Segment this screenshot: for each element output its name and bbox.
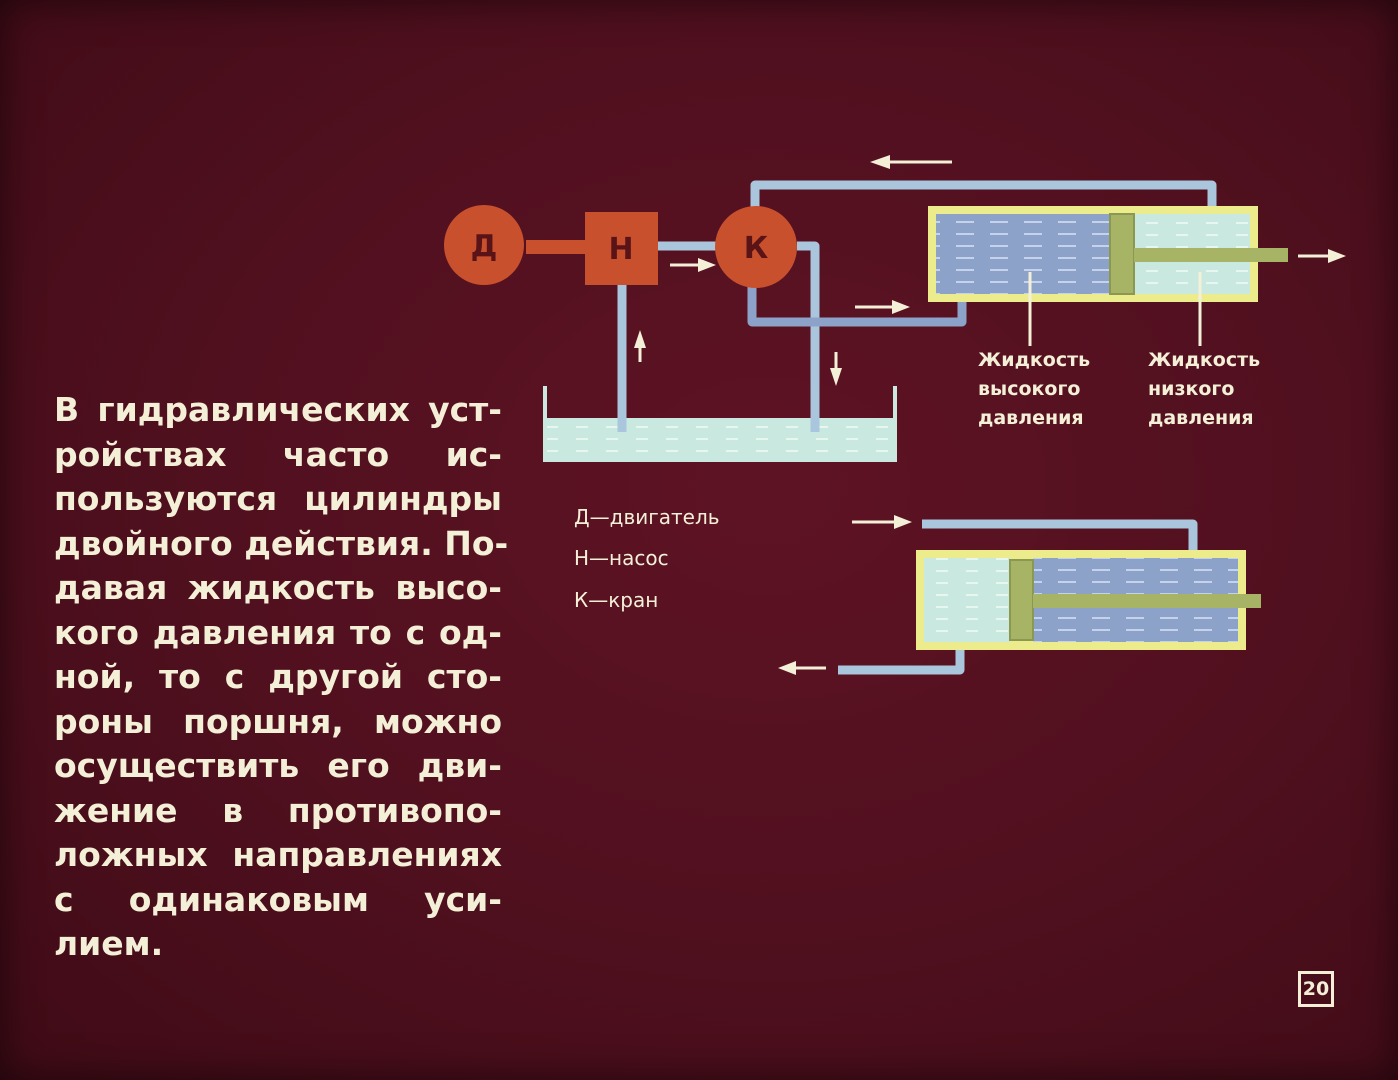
body-text: В гидравлических уст- ройствах часто ис-… bbox=[54, 388, 509, 967]
drive-shaft bbox=[526, 240, 586, 254]
arrow-up-icon bbox=[634, 330, 646, 362]
engine-letter: Д bbox=[471, 229, 498, 264]
text-line: В гидравлических уст- bbox=[54, 390, 502, 429]
valve-node: К bbox=[715, 206, 797, 288]
engine-node: Д bbox=[444, 205, 524, 285]
bottom-inlet-pipe bbox=[922, 519, 1198, 552]
top-hydraulic-system: Д Н К bbox=[444, 155, 1346, 462]
low-pressure-chamber bbox=[924, 558, 1010, 642]
valve-letter: К bbox=[744, 231, 769, 266]
arrow-down-icon bbox=[830, 352, 842, 386]
arrow-left-icon bbox=[870, 155, 952, 169]
label-line: давления bbox=[1148, 407, 1254, 429]
arrow-right-icon bbox=[852, 515, 912, 529]
text-line: лием. bbox=[54, 924, 164, 963]
engine-circle bbox=[444, 205, 524, 285]
label-low-pressure: Жидкость низкого давления bbox=[1148, 349, 1260, 429]
arrow-left-icon bbox=[778, 661, 826, 675]
return-pipe bbox=[797, 241, 820, 432]
text-line: пользуются цилиндры bbox=[54, 479, 502, 518]
label-line: высокого bbox=[978, 378, 1080, 400]
text-line: роны поршня, можно bbox=[54, 701, 502, 741]
label-line: Жидкость bbox=[978, 349, 1090, 371]
label-line: давления bbox=[978, 407, 1084, 429]
valve-circle bbox=[715, 206, 797, 288]
text-line: жение в противопо- bbox=[54, 790, 502, 830]
text-line: давая жидкость высо- bbox=[54, 568, 502, 607]
flow-arrows bbox=[634, 155, 1346, 386]
text-line: ройствах часто ис- bbox=[54, 434, 502, 474]
upper-line-pipe bbox=[750, 180, 1217, 214]
pipes bbox=[617, 180, 1217, 432]
high-pressure-chamber bbox=[936, 214, 1112, 294]
bottom-outlet-pipe bbox=[838, 646, 965, 675]
pump-node: Н bbox=[585, 212, 658, 285]
piston-rod bbox=[1134, 248, 1288, 262]
text-line: кого давления то с од- bbox=[54, 612, 502, 652]
reservoir-fluid bbox=[547, 418, 893, 458]
text-line: двойного действия. По- bbox=[54, 523, 509, 563]
text-line: осуществить его дви- bbox=[54, 746, 502, 785]
pump-letter: Н bbox=[608, 232, 633, 267]
piston-rod bbox=[1033, 594, 1261, 608]
slide-number: 20 bbox=[1298, 971, 1334, 1007]
text-line: с одинаковым уси- bbox=[54, 879, 502, 919]
arrow-right-icon bbox=[1298, 249, 1346, 263]
flow-arrows bbox=[778, 515, 912, 675]
reservoir-tank bbox=[543, 386, 897, 462]
label-line: низкого bbox=[1148, 378, 1234, 400]
legend-item: Н—насос bbox=[574, 546, 669, 570]
arrow-right-icon bbox=[670, 258, 716, 272]
label-high-pressure: Жидкость высокого давления bbox=[978, 349, 1090, 429]
cylinder-top bbox=[928, 206, 1288, 302]
pressure-line-pipe bbox=[747, 284, 967, 327]
text-line: ложных направлениях bbox=[54, 835, 502, 874]
bottom-hydraulic-system bbox=[778, 515, 1261, 675]
cylinder-bottom bbox=[916, 550, 1261, 650]
pump-box bbox=[585, 212, 658, 285]
arrow-right-icon bbox=[855, 300, 910, 314]
piston bbox=[1009, 559, 1034, 641]
piston bbox=[1109, 213, 1135, 295]
legend-item: К—кран bbox=[574, 588, 658, 612]
label-line: Жидкость bbox=[1148, 349, 1260, 371]
reservoir-walls bbox=[543, 386, 897, 462]
legend-item: Д—двигатель bbox=[574, 505, 720, 529]
text-line: ной, то с другой сто- bbox=[54, 657, 502, 696]
legend: Д—двигатель Н—насос К—кран bbox=[574, 505, 720, 612]
